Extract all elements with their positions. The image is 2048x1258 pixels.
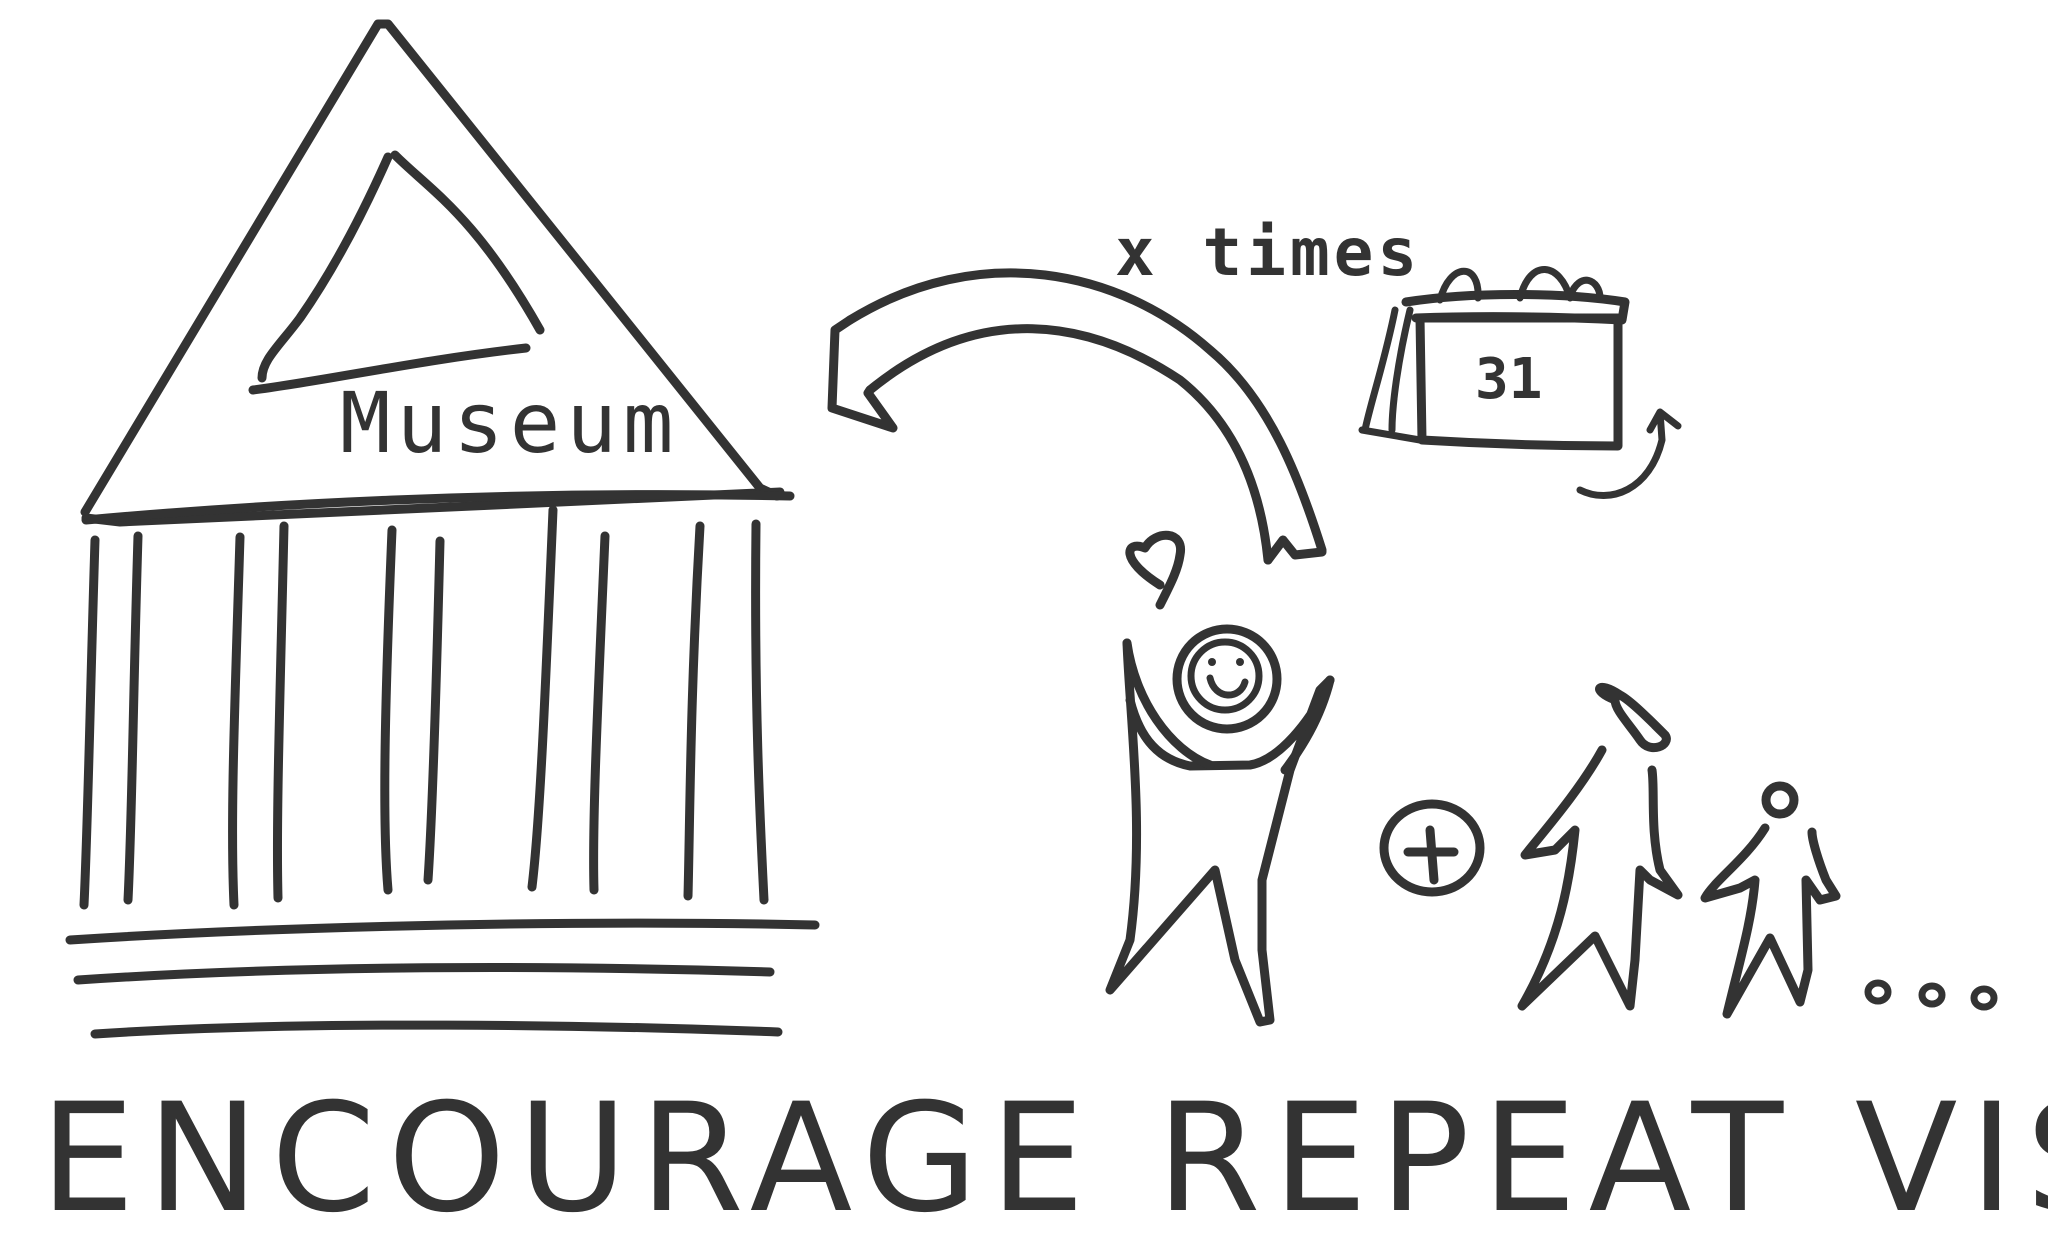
museum-pediment [257, 152, 393, 383]
visitor-face [1187, 638, 1263, 714]
child-body [1700, 823, 1841, 1019]
museum-columns [79, 505, 769, 910]
companion-figure-child [1700, 781, 1841, 1019]
repeat-label: x times [1115, 214, 1421, 291]
arrow-head [827, 315, 898, 433]
calendar-date: 31 [1475, 347, 1542, 412]
museum-step-1 [65, 918, 820, 945]
museum-step-3 [90, 1020, 783, 1039]
arrow-outer-curve [845, 268, 1327, 555]
calendar-rings [1436, 266, 1604, 304]
heart-icon [1595, 682, 1671, 753]
visitor-figure [1105, 530, 1335, 1027]
smile-icon [1206, 674, 1249, 699]
museum-pediment-side [390, 150, 545, 335]
visitor-arm-left [1122, 638, 1215, 770]
caption: ENCOURAGE REPEAT VISITS. [40, 1072, 2048, 1246]
museum-step-2 [73, 962, 775, 985]
companion-figure-adult [1517, 682, 1683, 1011]
calendar-top-bar [1401, 290, 1630, 325]
heart-icon [1125, 530, 1185, 610]
calendar-icon: 31 [1358, 266, 1682, 500]
museum-pediment-base [248, 343, 531, 395]
plus-icon [1379, 799, 1485, 897]
arrow-inner-curve [865, 324, 1273, 565]
heart-icon [1761, 781, 1799, 819]
museum-building: Museum [65, 19, 820, 1039]
calendar-cycle-arrow [1576, 408, 1682, 500]
calendar-body [1415, 313, 1623, 451]
calendar-pages [1358, 306, 1424, 444]
adult-body [1517, 745, 1683, 1011]
ellipsis [1864, 979, 1998, 1011]
visitor-arm-right [1280, 675, 1335, 775]
visitor-head [1172, 624, 1282, 734]
arrow-tail [1263, 535, 1327, 565]
visitor-body [1105, 638, 1335, 1027]
museum-label: Museum [340, 374, 679, 472]
return-arrow: x times [827, 214, 1421, 565]
museum-entablature [81, 490, 795, 525]
